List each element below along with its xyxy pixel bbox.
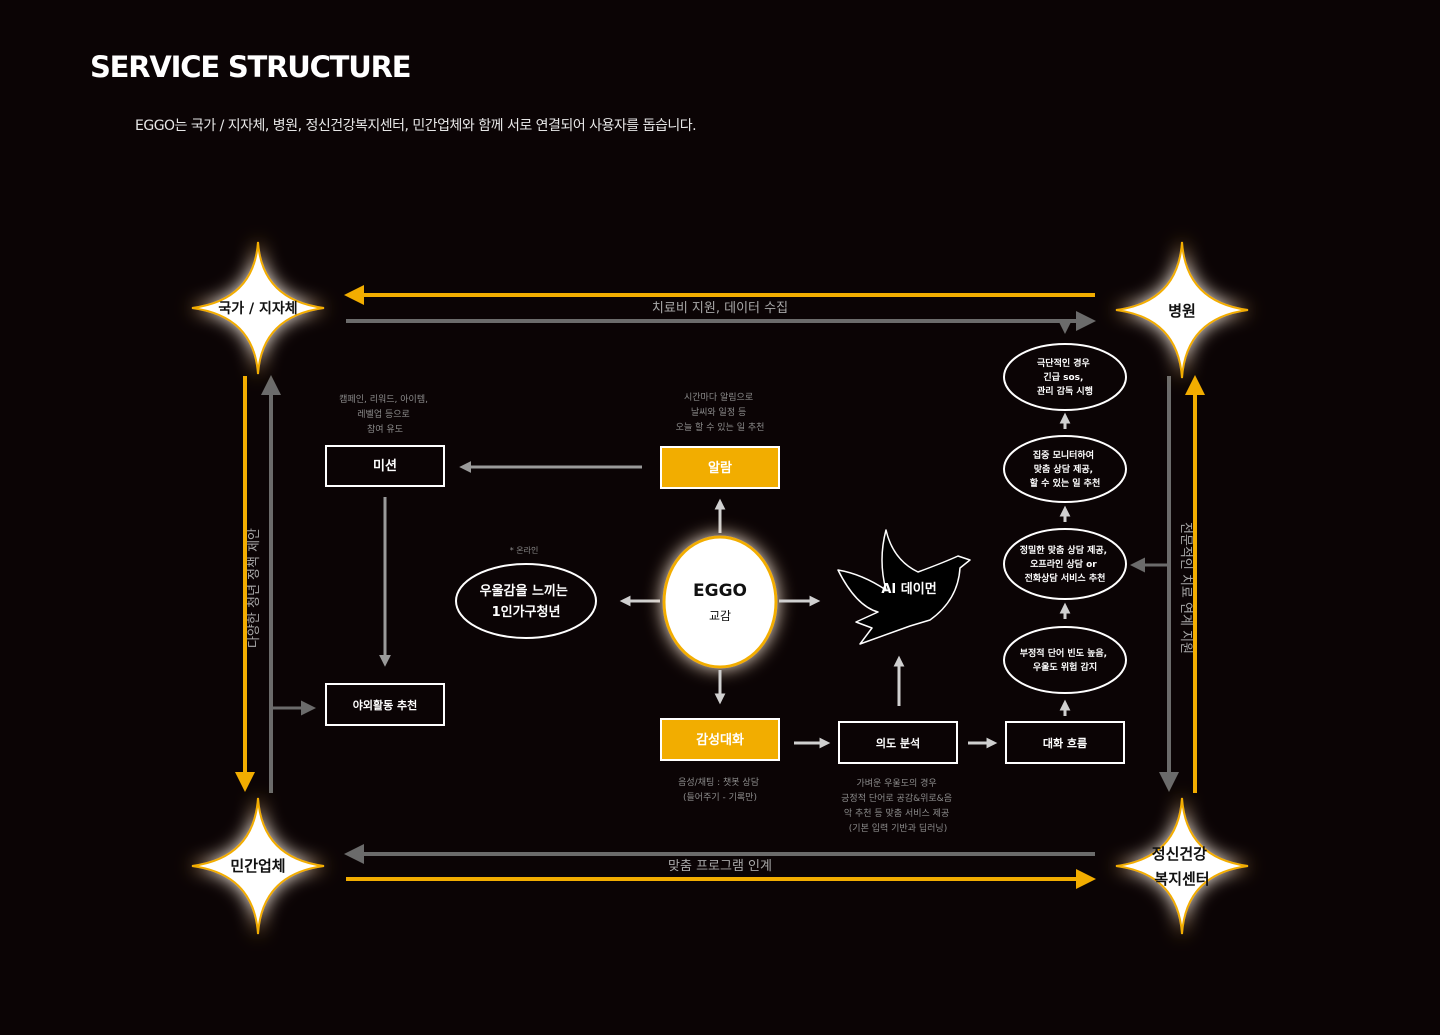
user-online-note: * 온라인	[510, 545, 539, 555]
corner-hospital-label: 병원	[1168, 302, 1196, 320]
outdoor-label: 야외활동 추천	[353, 698, 418, 712]
edge-top: 치료비 지원, 데이터 수집	[344, 285, 1096, 331]
svg-text:캠페인, 리워드, 아이템, 레벨업 등으로: 캠페인, 리워드, 아이템, 레벨업 등으로 참여 유도	[339, 393, 431, 435]
emotional-chat-label: 감성대화	[696, 732, 744, 748]
svg-text:집중 모니터하여 맞춤 상담 제공,: 집중 모니터하여 맞춤 상담 제공, 할 수 있는 일 추천	[1030, 449, 1101, 489]
edge-bottom-label: 맞춤 프로그램 인계	[668, 859, 772, 874]
svg-text:음성/채팅 : 챗봇 상담 (들어주기 - 기록: 음성/채팅 : 챗봇 상담 (들어주기 - 기록만)	[678, 776, 762, 803]
user-bubble: 우울감을 느끼는 1인가구청년	[455, 563, 597, 639]
mission-box: 미션	[325, 445, 445, 487]
intent-label: 의도 분석	[876, 736, 920, 750]
emotional-chat-note: 음성/채팅 : 챗봇 상담 (들어주기 - 기록만)	[678, 776, 762, 803]
edge-right: 전문적인 치료 연계 지원	[1057, 319, 1205, 793]
escalation-step-4: 극단적인 경우 긴급 sos, 관리 감독 시행	[1003, 343, 1127, 411]
eggo-title: EGGO	[693, 581, 747, 601]
alarm-note: 시간마다 알림으로 날씨와 일정 등 오늘 할 수 있는 일 추천	[676, 391, 765, 433]
svg-text:정밀한 맞춤 상담 제공, 오프라인 상담 or: 정밀한 맞춤 상담 제공, 오프라인 상담 or 전화상담 서비스 추천	[1020, 544, 1110, 584]
intent-note: 가벼운 우울도의 경우 긍정적 단어로 공감&위로&음 악 추천 등 맞춤 서비…	[841, 777, 955, 834]
edge-bottom: 맞춤 프로그램 인계	[344, 844, 1096, 889]
escalation-step-2: 정밀한 맞춤 상담 제공, 오프라인 상담 or 전화상담 서비스 추천	[1003, 528, 1127, 600]
edge-top-label: 치료비 지원, 데이터 수집	[652, 301, 788, 316]
alarm-label: 알람	[708, 461, 732, 476]
page-title: SERVICE STRUCTURE	[90, 50, 412, 84]
outdoor-box: 야외활동 추천	[325, 683, 445, 726]
alarm-box: 알람	[660, 446, 780, 489]
ai-label: AI 데이먼	[881, 581, 936, 597]
flow-box: 대화 흐름	[1005, 721, 1125, 764]
corner-government: 국가 / 지자체	[191, 241, 325, 375]
corner-private-company-label: 민간업체	[230, 857, 285, 875]
svg-text:가벼운 우울도의 경우 긍정적 단어로 공감&위: 가벼운 우울도의 경우 긍정적 단어로 공감&위로&음 악 추천 등 맞춤 서비…	[841, 777, 955, 834]
flow-label: 대화 흐름	[1043, 736, 1087, 750]
edge-right-label: 전문적인 치료 연계 지원	[1178, 522, 1193, 654]
intent-box: 의도 분석	[838, 721, 958, 764]
escalation-step-3: 집중 모니터하여 맞춤 상담 제공, 할 수 있는 일 추천	[1003, 435, 1127, 503]
corner-mental-health-center: 정신건강 복지센터	[1115, 797, 1249, 935]
eggo-egg: EGGO 교감	[662, 535, 778, 669]
mission-label: 미션	[373, 458, 397, 474]
eggo-subtitle: 교감	[709, 609, 731, 623]
edge-left-label: 다양한 청년 정책 제안	[247, 528, 262, 648]
svg-text:부정적 단어 빈도 높음, 우울도 위험 감지: 부정적 단어 빈도 높음, 우울도 위험 감지	[1020, 647, 1110, 673]
svg-text:시간마다 알림으로 날씨와 일정 등: 시간마다 알림으로 날씨와 일정 등 오늘 할 수 있는 일 추천	[676, 391, 765, 433]
corner-government-label: 국가 / 지자체	[218, 301, 297, 317]
corner-hospital: 병원	[1115, 241, 1249, 379]
page-subtitle: EGGO는 국가 / 지자체, 병원, 정신건강복지센터, 민간업체와 함께 서…	[135, 118, 697, 134]
corner-mental-health-center-label: 정신건강 복지센터	[1152, 845, 1212, 888]
escalation-step-1: 부정적 단어 빈도 높음, 우울도 위험 감지	[1003, 626, 1127, 694]
mission-note: 캠페인, 리워드, 아이템, 레벨업 등으로 참여 유도	[339, 393, 431, 435]
edge-left: 다양한 청년 정책 제안	[235, 375, 316, 793]
corner-private-company: 민간업체	[191, 797, 325, 935]
svg-text:우울감을 느끼는 1인가구청년: 우울감을 느끼는 1인가구청년	[480, 583, 573, 620]
svg-text:극단적인 경우 긴급 sos, 관리: 극단적인 경우 긴급 sos, 관리 감독 시행	[1037, 357, 1093, 397]
emotional-chat-box: 감성대화	[660, 718, 780, 761]
dove-icon: AI 데이먼	[837, 529, 971, 645]
